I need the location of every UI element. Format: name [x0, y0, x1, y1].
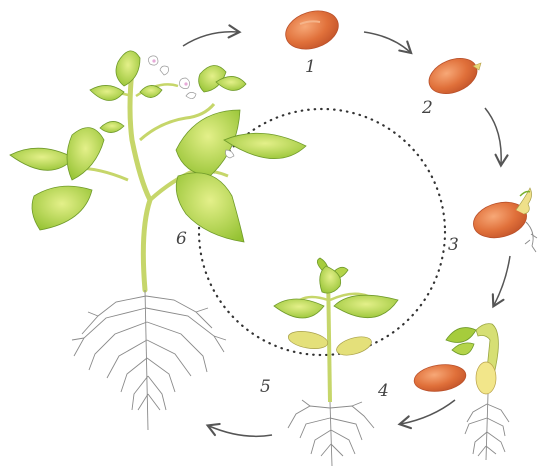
- stage-5-young-plant: [274, 258, 398, 466]
- stage-label-4: 4: [377, 381, 389, 401]
- stage-label-1: 1: [305, 57, 316, 77]
- stage-3-germinating-seed: [470, 188, 537, 252]
- stage-label-5: 5: [260, 377, 271, 397]
- cycle-arrow-3-to-4: [494, 256, 510, 305]
- stage-label-3: 3: [448, 235, 459, 255]
- stage-4-seedling: [412, 324, 509, 460]
- stage-6-mature-plant: [10, 51, 306, 430]
- cycle-arrow-6-to-1: [183, 32, 238, 46]
- cycle-arrow-1-to-2: [364, 32, 410, 52]
- cycle-arrow-4-to-5: [401, 400, 455, 424]
- stage-label-2: 2: [421, 98, 433, 118]
- stage-label-6: 6: [176, 229, 187, 249]
- cycle-arrow-2-to-3: [485, 108, 501, 164]
- cycle-arrow-5-to-6: [209, 426, 272, 436]
- stage-1-seed: [281, 5, 343, 56]
- stage-2-swelling-seed: [424, 52, 482, 100]
